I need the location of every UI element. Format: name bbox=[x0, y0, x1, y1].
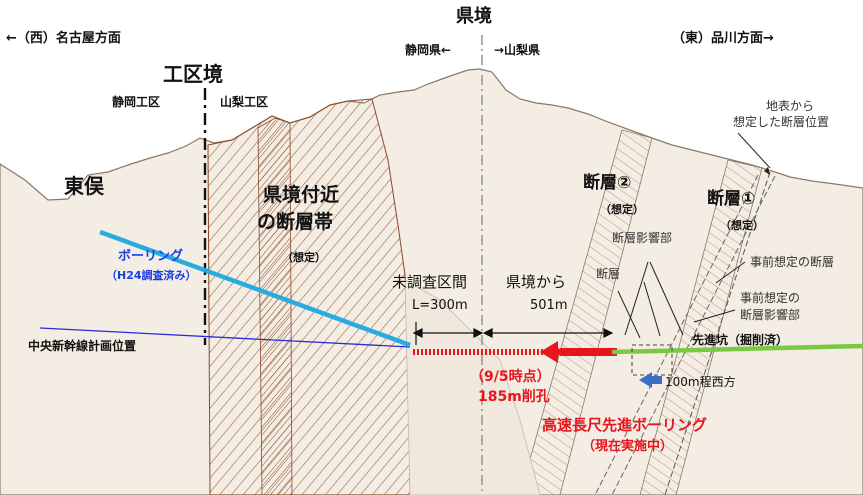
plan-line bbox=[39, 327, 411, 348]
fault-label: 断層 bbox=[596, 267, 621, 281]
yamanashi-section-label: 山梨工区 bbox=[220, 95, 269, 109]
fault-zone-title-1: 県境付近 bbox=[263, 184, 340, 206]
surface-estimate-label-1: 地表から bbox=[766, 99, 815, 113]
fault2-label: 断層② bbox=[583, 173, 632, 193]
fault-zone-note: （想定） bbox=[282, 251, 326, 264]
prior-affect-label-1: 事前想定の bbox=[740, 291, 801, 305]
lower-rock-body bbox=[404, 279, 541, 495]
dimension-unsurveyed bbox=[412, 322, 484, 345]
prior-fault-line-b bbox=[594, 174, 759, 495]
fault-zone-hatch bbox=[207, 98, 411, 495]
fault-zone-core bbox=[257, 117, 293, 495]
fault-zone-title-2: の断層帯 bbox=[257, 211, 334, 233]
leader-lines bbox=[617, 132, 771, 339]
shizuoka-arrow-label: 静岡県← bbox=[405, 43, 452, 57]
unsurveyed-title: 未調査区間 bbox=[392, 273, 468, 291]
from-border-label: 県境から bbox=[506, 273, 567, 291]
fault1-band bbox=[639, 159, 763, 495]
section-border-title: 工区境 bbox=[163, 62, 223, 86]
dimension-from-border bbox=[482, 328, 614, 338]
current-boring-status: （現在実施中） bbox=[582, 439, 674, 454]
prefecture-border-title: 県境 bbox=[456, 6, 492, 27]
fault2-band bbox=[519, 129, 653, 495]
fault1-label: 断層① bbox=[707, 189, 756, 209]
yamanashi-arrow-label: →山梨県 bbox=[494, 43, 541, 57]
leader-arrow-surface bbox=[764, 167, 770, 175]
boring-h24-note: （H24調査済み） bbox=[106, 269, 197, 282]
prior-fault-label: 事前想定の断層 bbox=[750, 255, 835, 269]
pilot-tunnel-line bbox=[611, 343, 863, 355]
from-border-distance: 501m bbox=[530, 298, 568, 313]
unsurveyed-length: L=300m bbox=[412, 298, 468, 313]
plan-line-label: 中央新幹線計画位置 bbox=[28, 339, 137, 353]
surface-estimate-label-2: 想定した断層位置 bbox=[733, 115, 830, 129]
fault1-line bbox=[664, 171, 771, 495]
boring-h24-line bbox=[99, 229, 411, 348]
fault2-note: （想定） bbox=[600, 203, 644, 216]
fault1-note: （想定） bbox=[720, 219, 764, 232]
boring-h24-label: ボーリング bbox=[118, 249, 184, 264]
red-arrow-head bbox=[540, 341, 558, 363]
left-direction-label: ←（西）名古屋方面 bbox=[6, 31, 121, 46]
progress-length: 185m削孔 bbox=[478, 389, 550, 405]
shizuoka-section-label: 静岡工区 bbox=[112, 95, 161, 109]
prior-affect-label-2: 断層影響部 bbox=[740, 308, 801, 322]
prior-fault-line-a bbox=[611, 175, 776, 495]
higashimata-label: 東俣 bbox=[64, 174, 104, 198]
current-boring-label: 高速長尺先進ボーリング bbox=[542, 416, 708, 434]
fault-affect-label: 断層影響部 bbox=[612, 231, 673, 245]
west-offset-label: 100m程西方 bbox=[665, 375, 736, 389]
pilot-tunnel-label: 先進坑（掘削済） bbox=[692, 333, 789, 347]
west-arrow bbox=[639, 372, 662, 388]
right-direction-label: （東）品川方面→ bbox=[672, 31, 774, 46]
red-boring-bar bbox=[560, 348, 617, 356]
progress-date: （9/5時点） bbox=[470, 369, 551, 385]
